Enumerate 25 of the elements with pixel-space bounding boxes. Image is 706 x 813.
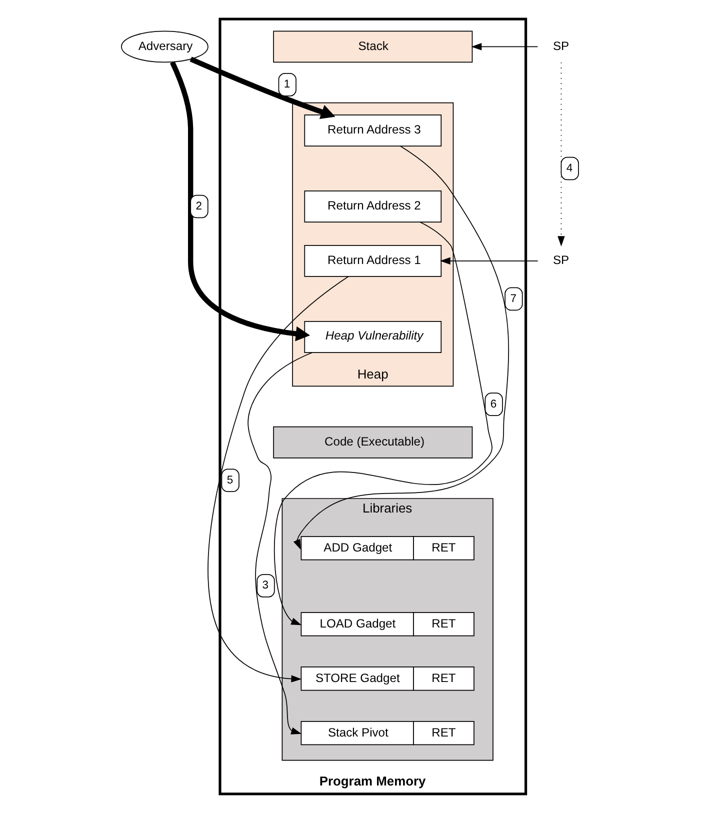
edge-label: 5 bbox=[226, 474, 234, 486]
node-ellipse: Adversary bbox=[120, 30, 208, 63]
node-box: Return Address 3 bbox=[304, 114, 442, 146]
arrow bbox=[440, 257, 538, 265]
arrow bbox=[170, 61, 310, 342]
edge-label: 1 bbox=[284, 78, 290, 91]
node-box: Return Address 1 bbox=[304, 244, 442, 277]
node-box: Code (Executable) bbox=[273, 426, 473, 458]
arrow bbox=[293, 146, 510, 550]
node-text: SP bbox=[553, 253, 570, 268]
arrow bbox=[248, 352, 313, 734]
arrow bbox=[274, 222, 492, 626]
arrow bbox=[471, 43, 538, 50]
node-box: Return Address 2 bbox=[304, 190, 442, 222]
arrow bbox=[190, 56, 336, 120]
arrow bbox=[208, 276, 349, 682]
node-text: SP bbox=[553, 38, 570, 53]
edge-label: 4 bbox=[566, 162, 573, 174]
node-box: Heap Vulnerability bbox=[304, 320, 442, 353]
edge-label: 2 bbox=[196, 200, 202, 212]
node-box: Stack bbox=[273, 30, 473, 63]
edge-label: 3 bbox=[262, 580, 269, 592]
arrow bbox=[558, 62, 565, 246]
edge-label: 7 bbox=[510, 292, 516, 305]
edge-label: 6 bbox=[490, 398, 497, 410]
